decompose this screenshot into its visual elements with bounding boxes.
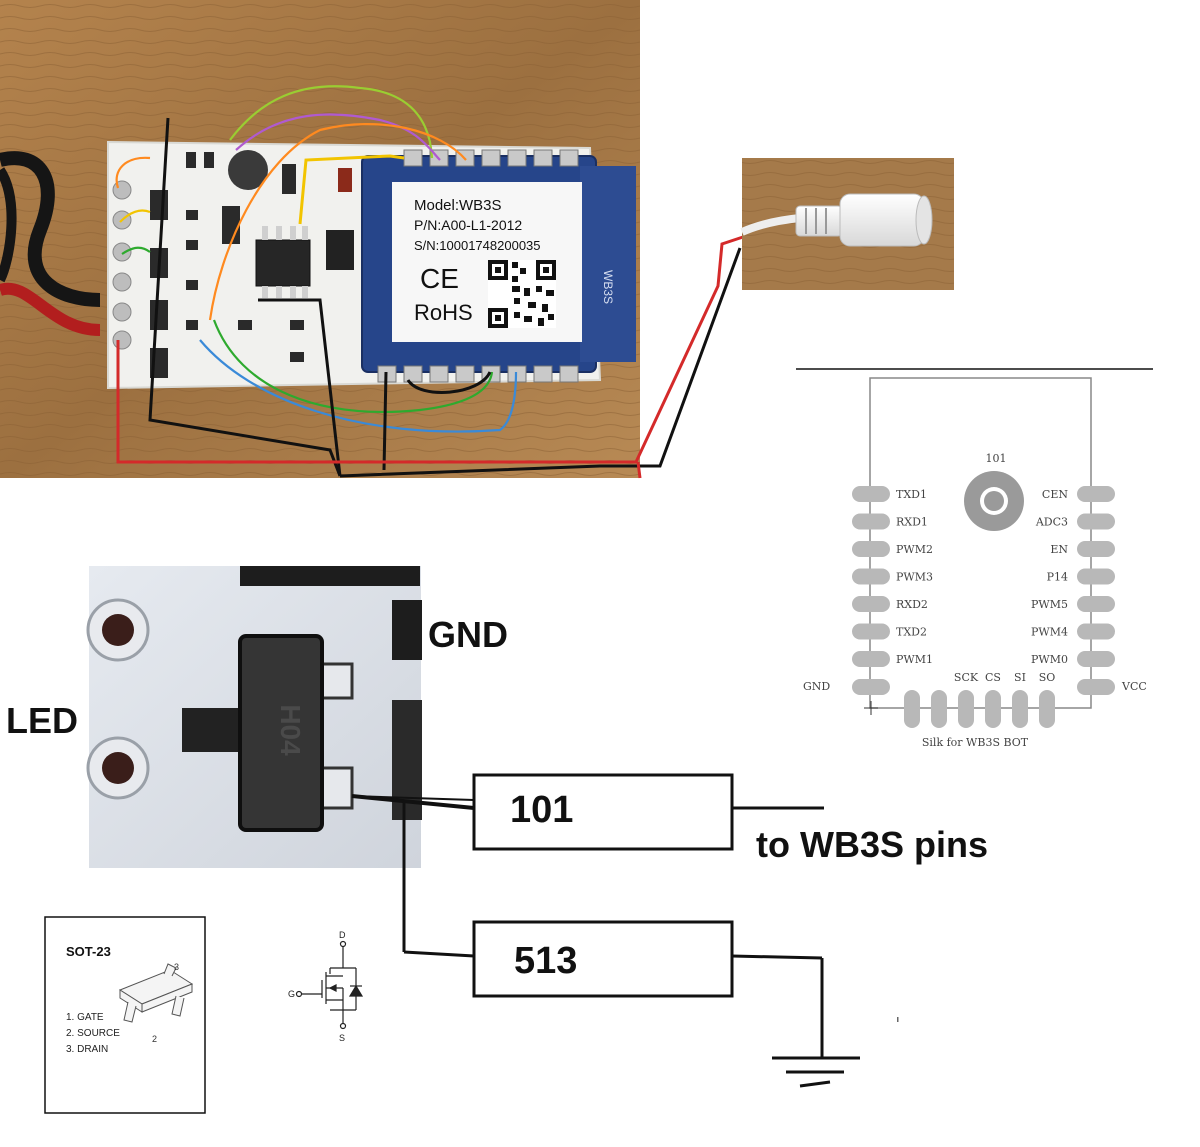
right-pin-label: ADC3 xyxy=(1035,516,1068,529)
sn-text: S/N:10001748200035 xyxy=(414,238,541,253)
sot23-pin2-number: 2 xyxy=(152,1034,157,1044)
left-pin-label: PWM2 xyxy=(896,543,933,556)
right-pin-label: CEN xyxy=(1042,488,1068,501)
left-pin-label: TXD1 xyxy=(896,488,927,501)
dc-plug-photo xyxy=(740,158,954,290)
right-pin-label: PWM5 xyxy=(1031,598,1068,611)
sot23-pin-drain: 3. DRAIN xyxy=(66,1044,108,1055)
via-holes xyxy=(86,598,150,800)
left-pad xyxy=(852,568,890,585)
left-pad xyxy=(852,513,890,530)
power-leads xyxy=(116,234,747,479)
vcc-pad xyxy=(1077,679,1115,695)
sot23-body xyxy=(238,634,324,832)
bottom-pin-label: SI xyxy=(1014,671,1026,684)
sot23-pin-source: 2. SOURCE xyxy=(66,1028,120,1039)
origin-cross-icon xyxy=(864,701,878,715)
wb3s-module: WB3S xyxy=(361,149,636,383)
ground-symbol-icon xyxy=(772,1056,860,1088)
pinout-antenna-icon xyxy=(964,471,1024,531)
resistor-513-label: 513 xyxy=(514,940,577,982)
bottom-pad xyxy=(958,690,974,728)
right-pad xyxy=(1077,623,1115,640)
mosfet-d-label: D xyxy=(339,930,346,940)
resistor-101-label: 101 xyxy=(510,789,573,831)
right-pad xyxy=(1077,651,1115,667)
resistor-schematic xyxy=(351,794,824,1058)
mosfet-symbol-icon xyxy=(295,940,364,1030)
led-label: LED xyxy=(6,700,78,741)
pinout-center-label: 101 xyxy=(986,452,1007,465)
sot23-pin-gate: 1. GATE xyxy=(66,1012,104,1023)
cable-red xyxy=(0,282,101,336)
right-pad xyxy=(1077,568,1115,585)
mosfet-g-label: G xyxy=(288,989,295,999)
gnd-pad xyxy=(852,679,890,695)
right-pin-label: PWM4 xyxy=(1031,626,1068,639)
bottom-pad xyxy=(931,690,947,728)
right-pad xyxy=(1077,486,1115,502)
cable-black xyxy=(0,151,101,307)
sot23-pin3-number: 3 xyxy=(174,962,179,972)
sot23-datasheet: SOT-23 3 2 1. GATE 2. SOURCE 3. DRAIN xyxy=(44,916,206,1114)
pinout-vcc-label: VCC xyxy=(1121,680,1147,693)
antenna-label: WB3S xyxy=(601,270,615,304)
pins-note: to WB3S pins xyxy=(756,824,988,865)
bottom-pad xyxy=(1012,690,1028,728)
right-pad xyxy=(1077,596,1115,612)
bottom-pin-label: SO xyxy=(1039,671,1056,684)
ic-chip xyxy=(255,226,311,298)
closeup-photo: H04 xyxy=(86,566,422,868)
right-pad xyxy=(1077,541,1115,557)
pinout-gnd-label: GND xyxy=(803,680,830,693)
resistor-101 xyxy=(472,773,734,851)
qr-code-icon xyxy=(488,260,556,328)
board-photo: WB3S xyxy=(0,0,640,478)
gnd-label: GND xyxy=(428,614,508,655)
sot23-title: SOT-23 xyxy=(66,944,111,959)
model-text: Model:WB3S xyxy=(414,197,502,214)
red-lead xyxy=(116,234,747,464)
right-pin-label: P14 xyxy=(1047,571,1068,584)
left-pin-label: PWM1 xyxy=(896,653,933,666)
sot23-package-icon xyxy=(118,963,194,1023)
bottom-pin-group: SCK CS SI SO xyxy=(904,671,1055,728)
component-marking: H04 xyxy=(275,704,306,756)
rohs-mark: RoHS xyxy=(414,300,473,325)
tick-mark xyxy=(897,1017,899,1022)
left-pad xyxy=(852,486,890,502)
bottom-pin-label: SCK xyxy=(954,671,979,684)
left-pin-label: RXD1 xyxy=(896,516,928,529)
ce-mark: CE xyxy=(420,263,459,294)
pn-text: P/N:A00-L1-2012 xyxy=(414,217,522,233)
bottom-pad xyxy=(985,690,1001,728)
left-pad xyxy=(852,651,890,667)
black-lead xyxy=(339,247,742,478)
right-pin-label: EN xyxy=(1050,543,1068,556)
bottom-pin-label: CS xyxy=(985,671,1001,684)
left-pin-label: RXD2 xyxy=(896,598,928,611)
mosfet-s-label: S xyxy=(339,1033,345,1043)
bottom-pad xyxy=(1039,690,1055,728)
left-pad xyxy=(852,596,890,612)
pinout-footer: Silk for WB3S BOT xyxy=(922,736,1029,749)
resistor-513 xyxy=(472,920,734,998)
left-pin-label: TXD2 xyxy=(896,626,927,639)
right-pin-label: PWM0 xyxy=(1031,653,1068,666)
right-pad xyxy=(1077,513,1115,530)
left-pad xyxy=(852,623,890,640)
left-pad xyxy=(852,541,890,557)
bottom-pad xyxy=(904,690,920,728)
jumper-wires xyxy=(115,85,518,433)
left-pin-label: PWM3 xyxy=(896,571,933,584)
